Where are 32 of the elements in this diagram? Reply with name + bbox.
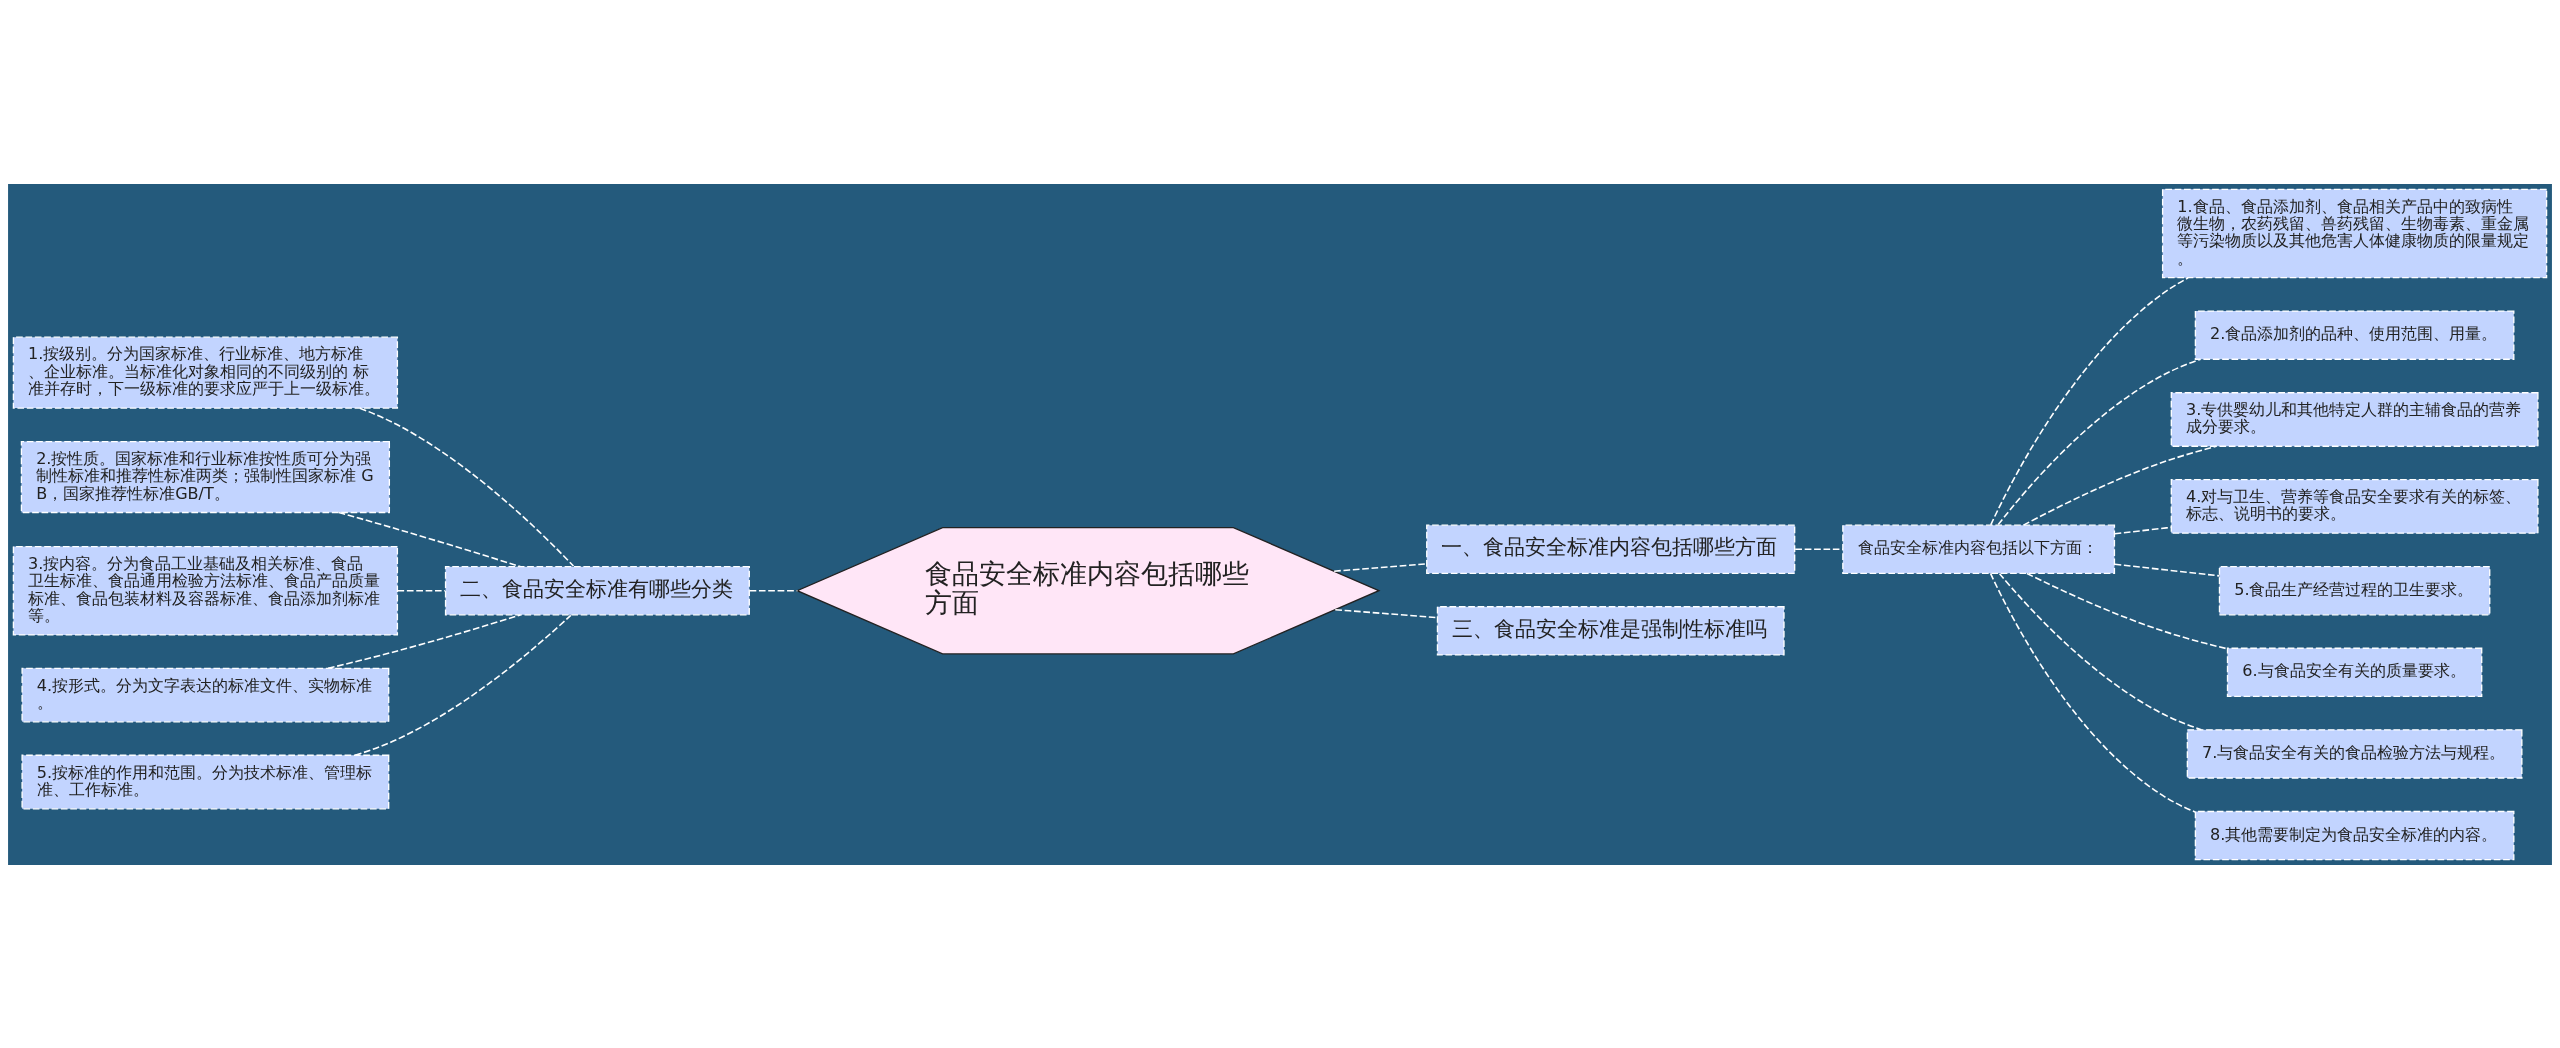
node-box: 5.食品生产经营过程的卫生要求。	[2218, 565, 2491, 615]
node-box: 1.按级别。分为国家标准、行业标准、地方标准、企业标准。当标准化对象相同的不同级别的 标准并存时，下一级标准的要求应严于上一级标准。	[12, 336, 399, 409]
node-box: 一、食品安全标准内容包括哪些方面	[1426, 524, 1796, 574]
connector	[1997, 358, 2201, 525]
node-box: 4.按形式。分为文字表达的标准文件、实物标准。	[21, 667, 390, 722]
connector	[1334, 608, 1438, 618]
connector	[2026, 572, 2228, 650]
node-box: 食品安全标准内容包括以下方面：	[1842, 524, 2116, 574]
node-box: 2.食品添加剂的品种、使用范围、用量。	[2194, 309, 2515, 360]
connector	[1989, 572, 2196, 813]
node-box: 3.按内容。分为食品工业基础及相关标准、食品卫生标准、食品通用检验方法标准、食品产品质量标准、食品包装材料及容器标准、食品添加剂标准等。	[12, 545, 399, 636]
node-box: 4.对与卫生、营养等食品安全要求有关的标签、标志、说明书的要求。	[2170, 478, 2539, 534]
connector	[1794, 547, 1844, 550]
connector	[2113, 562, 2221, 577]
node-box: 三、食品安全标准是强制性标准吗	[1436, 605, 1785, 656]
connector	[1998, 572, 2203, 730]
connector	[1333, 562, 1428, 572]
connector	[396, 589, 446, 592]
connector	[327, 613, 522, 669]
connector	[2022, 445, 2218, 526]
connector	[337, 511, 522, 567]
node-box: 二、食品安全标准有哪些分类	[444, 565, 750, 615]
node-box: 5.按标准的作用和范围。分为技术标准、管理标准、工作标准。	[21, 754, 390, 809]
node-box: 2.按性质。国家标准和行业标准按性质可分为强制性标准和推荐性标准两类；强制性国家标准 GB，国家推荐性标准GB/T。	[20, 440, 391, 513]
connector	[354, 614, 572, 756]
node-box: 6.与食品安全有关的质量要求。	[2226, 647, 2483, 697]
node-box: 1.食品、食品添加剂、食品相关产品中的致病性微生物，农药残留、兽药残留、生物毒素、重金属等污染物质以及其他危害人体健康物质的限量规定。	[2161, 188, 2548, 278]
node-box: 3.专供婴幼儿和其他特定人群的主辅食品的营养成分要求。	[2170, 391, 2539, 447]
node-box: 7.与食品安全有关的食品检验方法与规程。	[2186, 728, 2523, 779]
node-box: 8.其他需要制定为食品安全标准的内容。	[2194, 810, 2515, 860]
connector	[1989, 276, 2189, 526]
connector	[359, 406, 575, 567]
